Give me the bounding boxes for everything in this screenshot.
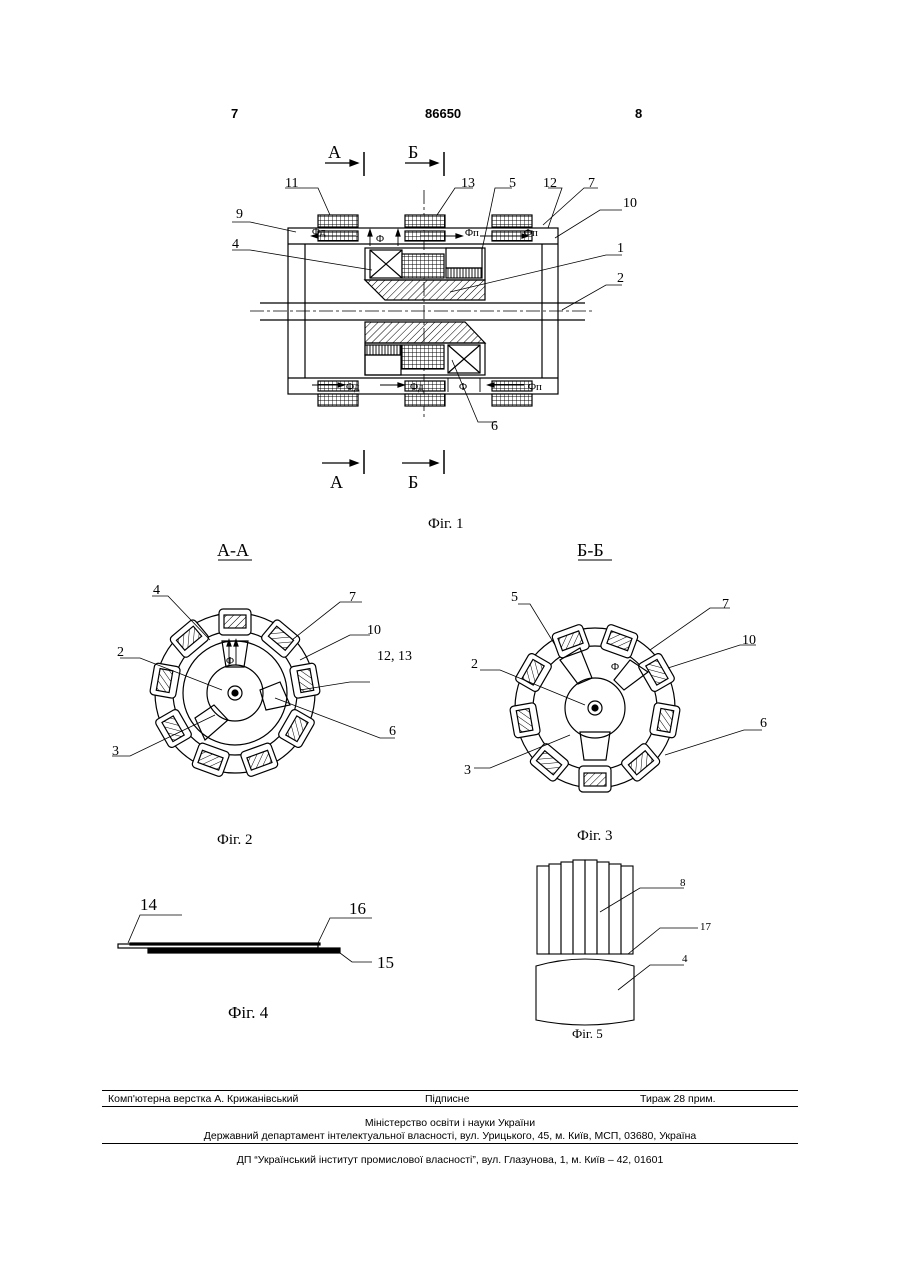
fig3-label-7: 7 xyxy=(722,597,729,612)
fig2-label-3: 3 xyxy=(112,744,119,759)
fig5-label-17: 17 xyxy=(700,921,712,933)
fig4-label-14: 14 xyxy=(140,895,158,914)
footer-circulation: Тираж 28 прим. xyxy=(640,1093,716,1105)
fig5-drawing xyxy=(536,860,698,1025)
footer-rule-top xyxy=(102,1090,798,1091)
fig1-label-6: 6 xyxy=(491,419,498,434)
fig1-drawing xyxy=(232,152,622,474)
stator-pole xyxy=(169,618,210,658)
fig2-label-6: 6 xyxy=(389,724,396,739)
fig4-label-15: 15 xyxy=(377,953,394,972)
stator-pole xyxy=(637,652,676,693)
fig1-label-10: 10 xyxy=(623,196,637,211)
footer-rule-middle xyxy=(102,1106,798,1107)
fig3-label-10: 10 xyxy=(742,633,756,648)
fig1-flux-d-1: Φд xyxy=(312,226,326,238)
fig1-flux-d-2: Φд xyxy=(346,381,360,393)
stator-pole xyxy=(620,742,661,782)
fig1-section-b-top: Б xyxy=(408,142,418,162)
fig1-section-a-top: А xyxy=(328,142,341,162)
stator-pole xyxy=(529,742,570,782)
fig4-caption: Фіг. 4 xyxy=(228,1003,269,1022)
fig5-label-4: 4 xyxy=(682,953,688,965)
stator-pole xyxy=(514,652,553,693)
footer-department: Державний департамент інтелектуальної вл… xyxy=(0,1130,900,1142)
fig3-caption: Фіг. 3 xyxy=(577,828,612,844)
fig3-label-5: 5 xyxy=(511,590,518,605)
fig2-caption: Фіг. 2 xyxy=(217,832,252,848)
stator-pole xyxy=(219,609,251,635)
fig1-flux-p-3: Φп xyxy=(528,381,542,393)
fig2-label-10: 10 xyxy=(367,623,381,638)
fig1-label-1: 1 xyxy=(617,241,624,256)
fig1-flux-phi-bottom: Φ xyxy=(459,381,467,393)
fig2-flux: Φ xyxy=(226,655,234,667)
fig1-flux-p-2: Φп xyxy=(524,227,538,239)
fig2-label-2: 2 xyxy=(117,645,124,660)
fig1-section-b-bottom: Б xyxy=(408,472,418,492)
footer-institute: ДП “Український інститут промислової вла… xyxy=(0,1154,900,1166)
stator-pole xyxy=(289,663,320,699)
fig1-flux-p-1: Φп xyxy=(465,227,479,239)
fig3-label-6: 6 xyxy=(760,716,767,731)
fig3-label-3: 3 xyxy=(464,763,471,778)
fig1-label-2: 2 xyxy=(617,271,624,286)
footer-rule-bottom xyxy=(102,1143,798,1144)
fig1-label-13: 13 xyxy=(461,176,475,191)
fig3-label-2: 2 xyxy=(471,657,478,672)
fig1-label-7: 7 xyxy=(588,176,595,191)
stator-pole xyxy=(260,618,301,658)
stator-pole xyxy=(509,702,540,738)
fig1-caption: Фіг. 1 xyxy=(428,516,463,532)
fig3-flux: Φ xyxy=(611,661,619,673)
fig4-label-16: 16 xyxy=(349,899,366,918)
fig2-label-4: 4 xyxy=(153,583,160,598)
fig5-label-8: 8 xyxy=(680,877,686,889)
fig1-label-11: 11 xyxy=(285,176,298,191)
footer-ministry: Міністерство освіти і науки України xyxy=(0,1117,900,1129)
stator-pole xyxy=(579,766,611,792)
fig4-drawing xyxy=(118,915,372,962)
fig1-section-a-bottom: А xyxy=(330,472,343,492)
fig1-label-12: 12 xyxy=(543,176,557,191)
fig1-label-9: 9 xyxy=(236,207,243,222)
footer-layout: Комп'ютерна верстка А. Крижанівський xyxy=(108,1093,298,1105)
fig3-title: Б-Б xyxy=(577,540,604,560)
fig2-label-7: 7 xyxy=(349,590,356,605)
fig1-label-4: 4 xyxy=(232,237,239,252)
fig2-title: А-А xyxy=(217,540,249,560)
fig2-label-12-13: 12, 13 xyxy=(377,649,412,664)
footer-signed: Підписне xyxy=(425,1093,469,1105)
fig1-flux-phi-top: Φ xyxy=(376,233,384,245)
fig1-flux-d-3: Φд xyxy=(410,381,424,393)
fig5-caption: Фіг. 5 xyxy=(572,1026,603,1041)
stator-pole xyxy=(649,702,680,738)
fig1-label-5: 5 xyxy=(509,176,516,191)
